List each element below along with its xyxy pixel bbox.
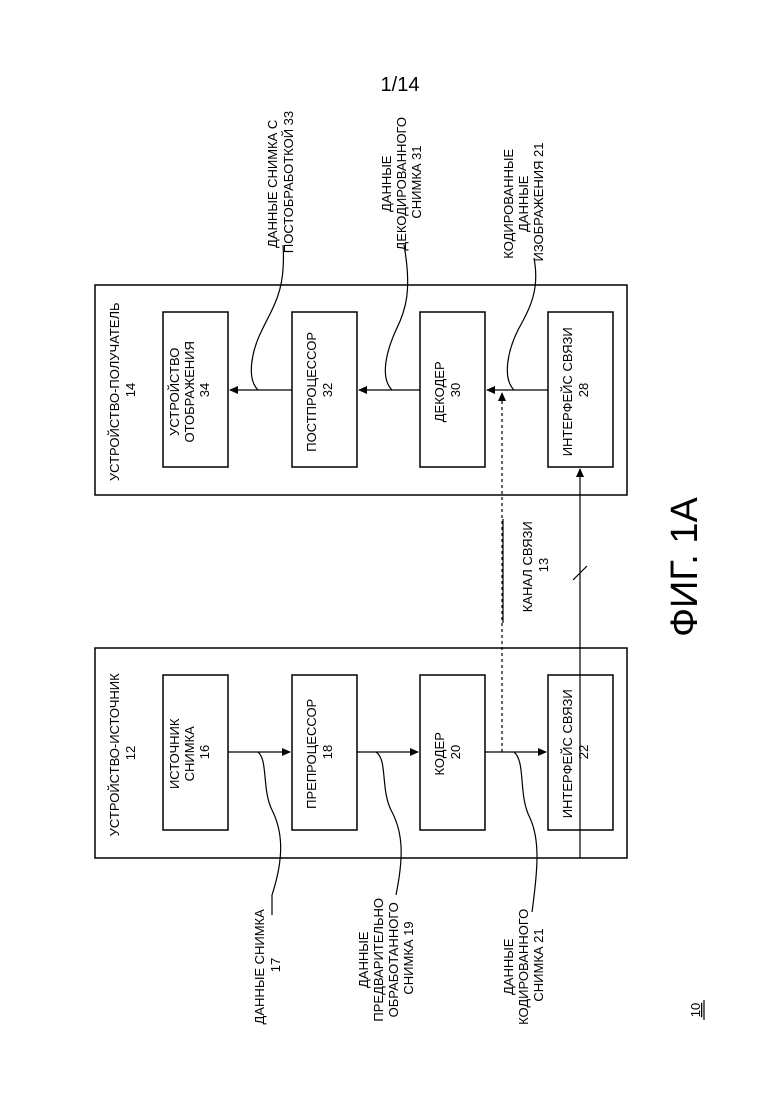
annotation-picture-data: ДАННЫЕ СНИМКА 17 (252, 906, 283, 1025)
system-reference: 10 (688, 1003, 703, 1017)
display-device-label: УСТРОЙСТВО ОТОБРАЖЕНИЯ 34 (167, 337, 212, 442)
annotation-postprocessed-data: ДАННЫЕ СНИМКА С ПОСТОБРАБОТКОЙ 33 (265, 111, 296, 253)
leader-encoded-data-src (514, 752, 537, 912)
leader-postprocessed-data (251, 245, 283, 390)
comm-interface-dst-label: ИНТЕРФЕЙС СВЯЗИ 28 (560, 324, 591, 457)
decoder-label: ДЕКОДЕР 30 (432, 358, 463, 423)
encoder-label: КОДЕР 20 (432, 728, 463, 775)
leader-decoded-data (385, 245, 407, 390)
postprocessor-label: ПОСТПРОЦЕССОР 32 (304, 328, 335, 451)
annotation-decoded-data: ДАННЫЕ ДЕКОДИРОВАННОГО СНИМКА 31 (379, 113, 424, 250)
leader-encoded-data-dst (507, 258, 535, 390)
source-device-title: УСТРОЙСТВО-ИСТОЧНИК 12 (107, 670, 138, 837)
figure-title: ФИГ. 1А (664, 496, 706, 636)
leader-picture-data (258, 752, 281, 915)
channel-label: КАНАЛ СВЯЗИ 13 (520, 518, 551, 613)
annotation-preprocessed-data: ДАННЫЕ ПРЕДВАРИТЕЛЬНО ОБРАБОТАННОГО СНИМ… (356, 894, 416, 1021)
picture-source-label: ИСТОЧНИК СНИМКА 16 (167, 715, 212, 789)
leader-preprocessed-data (376, 752, 401, 895)
comm-interface-src-label: ИНТЕРФЕЙС СВЯЗИ 22 (560, 686, 591, 819)
destination-device-title: УСТРОЙСТВО-ПОЛУЧАТЕЛЬ 14 (107, 299, 138, 481)
page-number: 1/14 (381, 74, 420, 96)
annotation-encoded-data-dst: КОДИРОВАННЫЕ ДАННЫЕ ИЗОБРАЖЕНИЯ 21 (501, 142, 546, 261)
annotation-encoded-data-src: ДАННЫЕ КОДИРОВАННОГО СНИМКА 21 (501, 905, 546, 1025)
preprocessor-label: ПРЕПРОЦЕССОР 18 (304, 695, 335, 809)
